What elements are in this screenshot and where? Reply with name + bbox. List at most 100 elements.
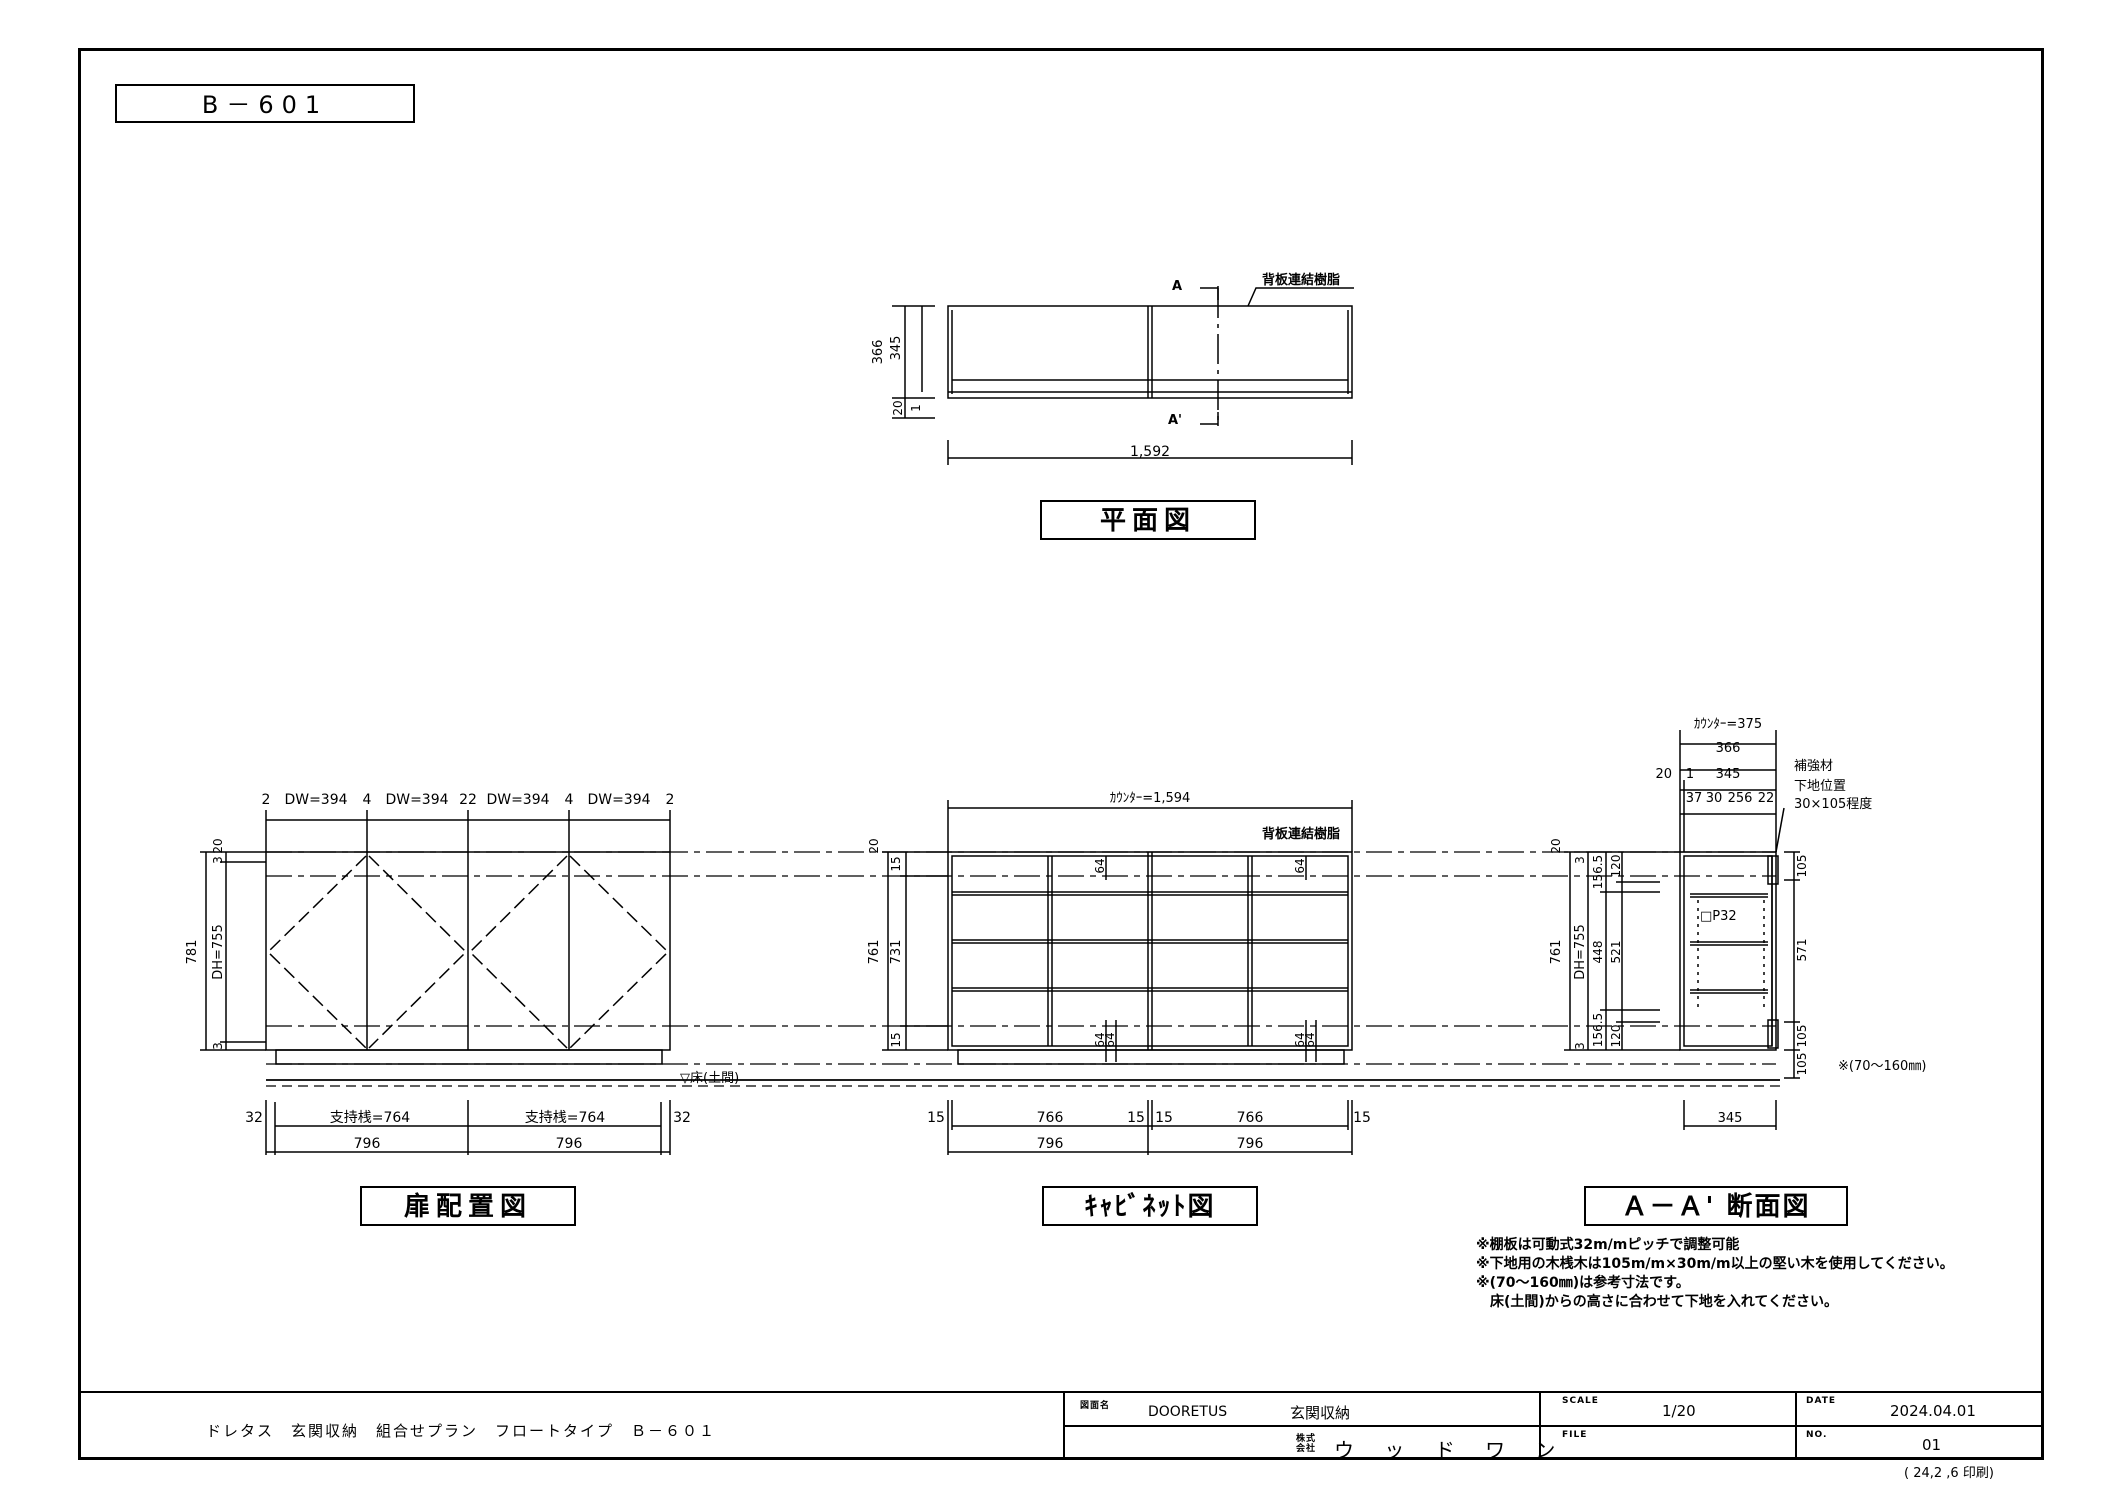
title-block-lines [78,1391,2044,1460]
door-view [200,810,671,1155]
cabinet-rail-4: 64 [1103,1032,1117,1047]
cabinet-back-note: 背板連結樹脂 [1262,826,1340,842]
product-name-ja: 玄関収納 [1290,1404,1351,1422]
section-pitch: □P32 [1700,909,1737,924]
plan-dim-1: 1 [909,404,923,412]
plan-dim-20: 20 [891,400,905,415]
reinforce-note-2: 下地位置 [1794,779,1846,794]
plan-view [892,286,1354,465]
section-top-gap: 20 [1549,838,1563,853]
plan-back-panel-note: 背板連結樹脂 [1262,272,1340,288]
reinforce-note-3: 30×105程度 [1794,796,1872,812]
cabinet-top-board: 15 [889,856,903,871]
note-4: 床(土間)からの高さに合わせて下地を入れてください。 [1476,1294,1838,1310]
no-value: 01 [1922,1436,1942,1454]
section-seg2-3: 120 [1609,1025,1623,1048]
note-2: ※下地用の木桟木は105m/m×30m/m以上の堅い木を使用してください。 [1476,1256,1954,1272]
plan-dim-366: 366 [871,340,886,365]
door-unit-2: 796 [556,1136,583,1152]
section-view [1564,730,1800,1130]
cabinet-inner-height: 731 [889,940,904,965]
cabinet-view-title: ｷｬﾋﾞﾈｯﾄ図 [1042,1186,1258,1226]
product-name: DOORETUS [1148,1404,1228,1420]
date-label: DATE [1806,1396,1837,1406]
cabinet-bottom-board: 15 [889,1032,903,1047]
cabinet-rail-1: 64 [1093,858,1107,873]
section-seg2-2: 521 [1609,941,1623,964]
section-right-4: 105 [1795,1053,1809,1076]
section-height-total: 761 [1549,940,1564,965]
reinforce-note-1: 補強材 [1794,759,1833,774]
section-body: 345 [1716,767,1741,782]
section-seg2-1: 120 [1609,855,1623,878]
cabinet-counter: ｶｳﾝﾀｰ=1,594 [1110,791,1191,806]
cabinet-top-gap: 20 [867,838,881,853]
section-right-3: 105 [1795,1025,1809,1048]
file-label: FILE [1562,1430,1588,1440]
section-right-2: 571 [1795,939,1809,962]
cabinet-unit-1: 796 [1037,1136,1064,1152]
section-right-1: 105 [1795,855,1809,878]
company-prefix: 株式会社 [1296,1434,1317,1454]
section-seg-3: 156.5 [1591,1013,1605,1047]
plan-dim-345: 345 [889,336,904,361]
door-top-gap: 20 [211,838,225,853]
plan-name: ドレタス 玄関収納 組合せプラン フロートタイプ Ｂ－６０１ [206,1422,717,1440]
door-side-right: 32 [673,1110,691,1126]
plan-section-a2: A' [1168,413,1182,428]
door-support-2: 支持桟=764 [525,1110,606,1126]
section-view-title: Ａ－Ａ' 断面図 [1584,1186,1848,1226]
cabinet-unit-2: 796 [1237,1136,1264,1152]
cabinet-inner-1: 766 [1037,1110,1064,1126]
print-stamp: ( 24,2 ,6 印刷) [1904,1466,1994,1481]
section-bottom-depth: 345 [1718,1111,1743,1126]
cabinet-height-total: 761 [867,940,882,965]
scale-label: SCALE [1562,1396,1599,1406]
section-clear-bottom: 3 [1573,1042,1587,1050]
plan-section-a: A [1172,279,1182,294]
drawing-frame [78,48,2044,1460]
door-width-3: DW=394 [486,792,549,808]
door-width-1: DW=394 [284,792,347,808]
company-name: ウ ッ ド ワ ン [1334,1438,1568,1462]
door-gap-5: 2 [666,792,675,808]
date-value: 2024.04.01 [1890,1402,1976,1420]
cabinet-rail-5: 64 [1293,1032,1307,1047]
door-gap-3: 22 [459,792,477,808]
section-floor-note: ※(70～160㎜) [1838,1059,1926,1074]
cabinet-side-1: 15 [927,1110,945,1126]
plan-dim-width: 1,592 [1130,444,1170,460]
door-height-total: 781 [185,940,200,965]
note-1: ※棚板は可動式32m/mピッチで調整可能 [1476,1237,1740,1253]
door-view-title: 扉配置図 [360,1186,576,1226]
drawing-id: B－601 [115,84,415,123]
door-gap-4: 4 [565,792,574,808]
section-part-4: 22 [1758,791,1775,806]
notes: ※棚板は可動式32m/mピッチで調整可能 ※下地用の木桟木は105m/m×30m… [1476,1236,1954,1312]
door-support-1: 支持桟=764 [330,1110,411,1126]
scale-value: 1/20 [1662,1402,1696,1420]
floor-label: ▽床(土間) [680,1071,739,1086]
section-clear-top: 3 [1573,856,1587,864]
section-edge-b: 1 [1686,767,1694,782]
note-3: ※(70～160㎜)は参考寸法です。 [1476,1275,1690,1291]
cabinet-view [882,800,1353,1155]
drawing-name-label: 図面名 [1080,1401,1111,1411]
section-seg-2: 448 [1591,941,1605,964]
door-bottom-clear: 3 [211,1042,225,1050]
cabinet-side-4: 15 [1353,1110,1371,1126]
door-gap-2: 4 [363,792,372,808]
door-side-left: 32 [245,1110,263,1126]
cabinet-inner-2: 766 [1237,1110,1264,1126]
section-part-2: 30 [1706,791,1723,806]
door-width-4: DW=394 [587,792,650,808]
door-dh: DH=755 [211,924,226,980]
section-edge: 20 [1655,767,1672,782]
cabinet-rail-2: 64 [1293,858,1307,873]
door-width-2: DW=394 [385,792,448,808]
plan-view-title: 平面図 [1040,500,1256,540]
door-unit-1: 796 [354,1136,381,1152]
section-counter: ｶｳﾝﾀｰ=375 [1694,717,1762,732]
no-label: NO. [1806,1430,1828,1440]
